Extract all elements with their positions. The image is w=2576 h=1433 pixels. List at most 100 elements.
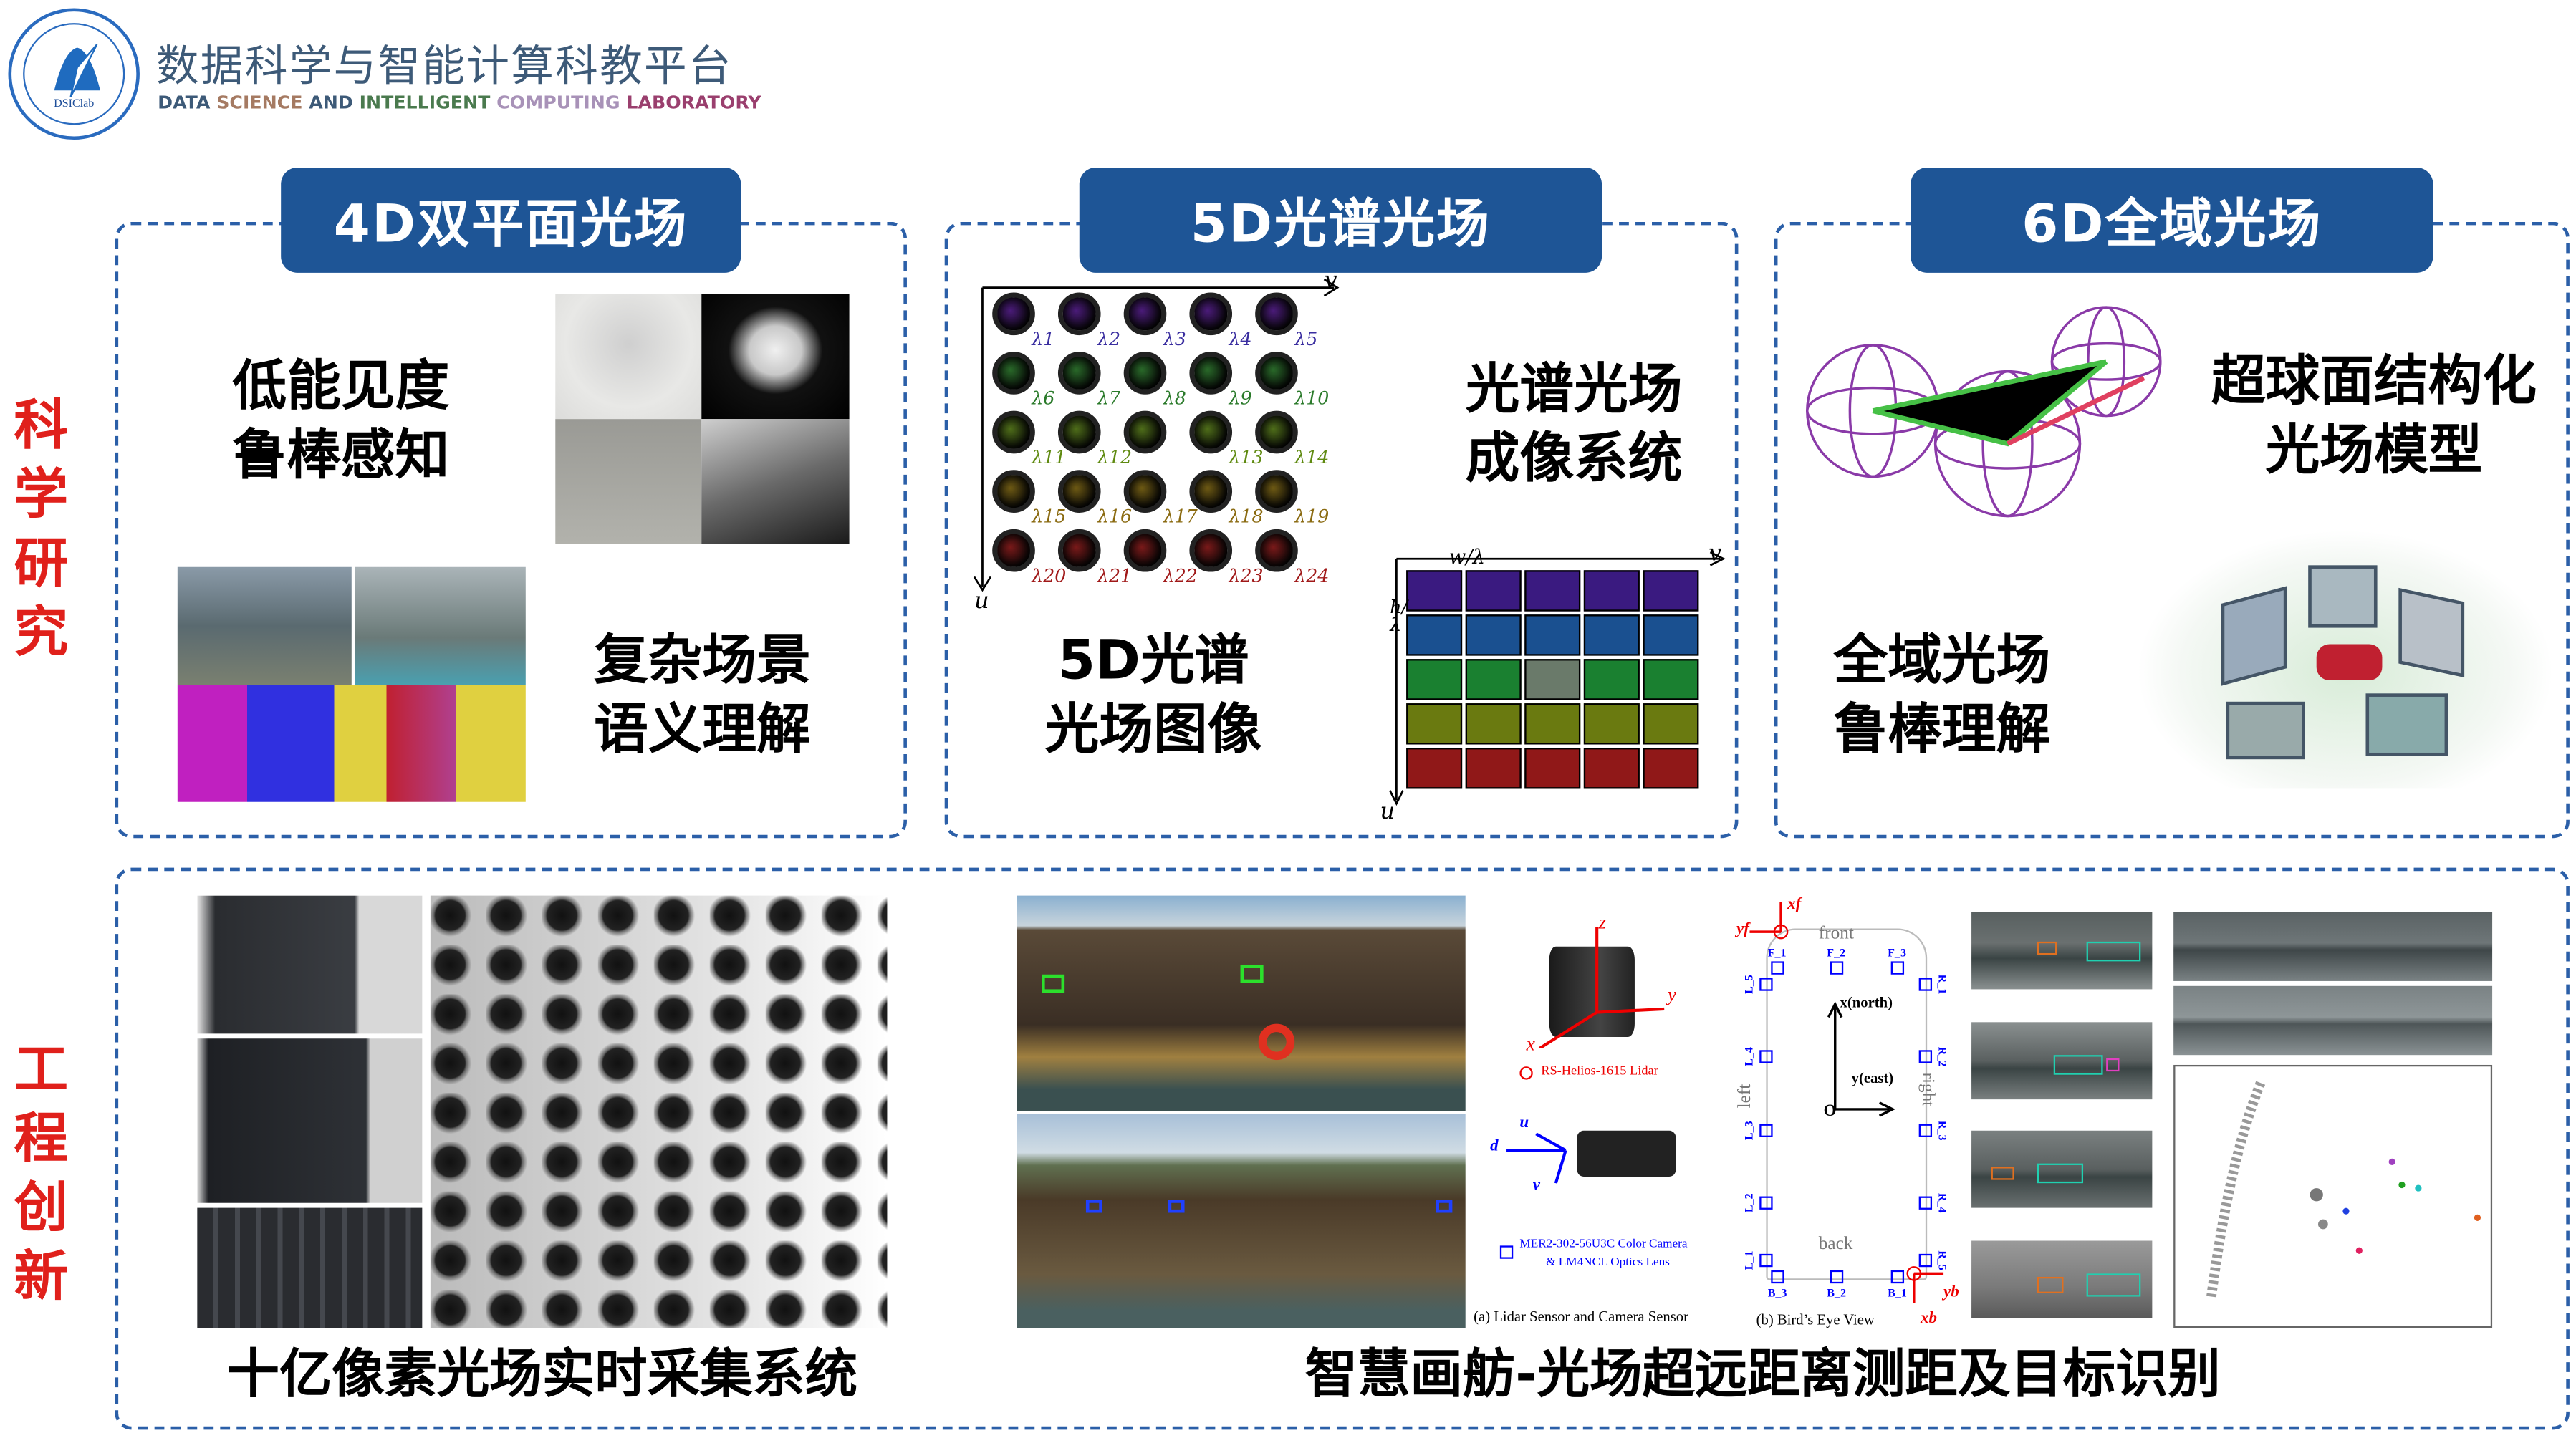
5d-text-spectral-image: 5D光谱光场图像 bbox=[1044, 627, 1262, 761]
camera-position-marker bbox=[1890, 961, 1905, 975]
lidar-axis-x: x bbox=[1526, 1032, 1535, 1056]
lambda-label: λ11 bbox=[1032, 447, 1067, 468]
spectral-lens bbox=[1123, 410, 1167, 454]
axis-label-h: h/λ bbox=[1390, 596, 1408, 637]
lens-array-axes bbox=[973, 278, 1340, 592]
axis-label-v: v bbox=[1324, 268, 1337, 294]
spectral-lens bbox=[1057, 352, 1101, 395]
bev-origin-label: O bbox=[1823, 1102, 1837, 1121]
spectral-cell bbox=[1583, 570, 1640, 612]
spectral-lens bbox=[1189, 470, 1233, 513]
lambda-label: λ15 bbox=[1032, 506, 1067, 528]
lambda-label: λ16 bbox=[1097, 506, 1133, 528]
camera-position-marker bbox=[1830, 1270, 1844, 1284]
lambda-label: λ3 bbox=[1163, 328, 1186, 350]
point-cloud-plot bbox=[2173, 1064, 2493, 1328]
spectral-cell bbox=[1583, 614, 1640, 656]
bev-yb-label: yb bbox=[1943, 1283, 1959, 1302]
gigapixel-camera-array-image bbox=[430, 895, 888, 1328]
spectral-lens bbox=[1189, 352, 1233, 395]
4d-text-low-visibility: 低能见度鲁棒感知 bbox=[232, 353, 450, 487]
panorama-image-2 bbox=[2173, 985, 2493, 1056]
spectral-cell bbox=[1524, 659, 1581, 700]
panorama-image-1 bbox=[2173, 912, 2493, 981]
camera-position-marker bbox=[1759, 1253, 1773, 1268]
bev-yf-label: yf bbox=[1736, 920, 1749, 939]
bev-xf-label: xf bbox=[1787, 895, 1802, 914]
camera-position-marker bbox=[1890, 1270, 1905, 1284]
bev-east-label: y(east) bbox=[1851, 1069, 1894, 1086]
lambda-label: λ21 bbox=[1097, 565, 1133, 587]
camera-position-marker bbox=[1759, 1196, 1773, 1210]
spectral-cell bbox=[1406, 748, 1463, 789]
side-label-engineering: 工程创新 bbox=[14, 1036, 69, 1308]
lidar-axis-y: y bbox=[1667, 983, 1677, 1006]
lab-logo: DSIClab bbox=[8, 8, 140, 140]
side-label-research: 科学研究 bbox=[14, 392, 69, 665]
detection-image-2 bbox=[1971, 1022, 2153, 1100]
lambda-label: λ19 bbox=[1294, 506, 1330, 528]
panel-engineering bbox=[115, 867, 2570, 1430]
camera-position-marker bbox=[1830, 961, 1844, 975]
camera-axis-d: d bbox=[1490, 1137, 1499, 1156]
spectral-lens bbox=[992, 470, 1035, 513]
4d-text-scene-semantics: 复杂场景语义理解 bbox=[594, 627, 811, 761]
spectral-cell bbox=[1583, 748, 1640, 789]
bev-north-label: x(north) bbox=[1840, 994, 1893, 1011]
camera-position-label: L_1 bbox=[1742, 1250, 1756, 1270]
logo-emblem-icon bbox=[54, 44, 100, 97]
camera-position-marker bbox=[1759, 1050, 1773, 1063]
spectral-lens bbox=[992, 292, 1035, 336]
lambda-label: λ10 bbox=[1294, 387, 1330, 410]
lambda-label: λ22 bbox=[1163, 565, 1198, 587]
lidar-marker-icon bbox=[1519, 1066, 1533, 1080]
camera-position-label: R_3 bbox=[1935, 1120, 1949, 1141]
camera-position-marker bbox=[1918, 1124, 1933, 1137]
lambda-label: λ18 bbox=[1229, 506, 1264, 528]
spectral-lens bbox=[1189, 410, 1233, 454]
camera-position-label: R_4 bbox=[1935, 1192, 1949, 1213]
lambda-label: λ12 bbox=[1097, 447, 1133, 468]
camera-axis-u: u bbox=[1519, 1114, 1529, 1133]
lambda-label: λ24 bbox=[1294, 565, 1330, 587]
lambda-label: λ4 bbox=[1229, 328, 1252, 350]
camera-position-marker bbox=[1759, 1124, 1773, 1137]
spectral-lens bbox=[992, 410, 1035, 454]
camera-position-label: L_2 bbox=[1742, 1193, 1756, 1213]
subtitle-word: LABORATORY bbox=[626, 92, 761, 114]
lambda-label: λ23 bbox=[1229, 565, 1264, 587]
spectral-cell bbox=[1643, 570, 1699, 612]
lambda-label: λ7 bbox=[1097, 387, 1121, 410]
camera-position-label: R_1 bbox=[1935, 974, 1949, 995]
spectral-lens bbox=[1057, 470, 1101, 513]
birds-eye-view-diagram: front back left right x(north) y(east) O… bbox=[1734, 895, 1959, 1331]
subtitle-word: SCIENCE bbox=[216, 92, 309, 114]
spectral-cell bbox=[1524, 748, 1581, 789]
spectral-lens bbox=[1255, 292, 1298, 336]
bev-back-label: back bbox=[1818, 1234, 1853, 1254]
lambda-label: λ6 bbox=[1032, 387, 1055, 410]
spectral-cell bbox=[1524, 614, 1581, 656]
camera-position-label: R_5 bbox=[1935, 1250, 1949, 1270]
spectral-lens bbox=[1057, 292, 1101, 336]
spectral-cell bbox=[1643, 659, 1699, 700]
lambda-label: λ14 bbox=[1294, 447, 1330, 468]
street-scene-segmentation-images bbox=[177, 566, 526, 802]
6d-text-robust-understanding: 全域光场鲁棒理解 bbox=[1833, 627, 2051, 761]
lambda-label: λ5 bbox=[1294, 328, 1318, 350]
spectral-cell bbox=[1643, 703, 1699, 745]
painted-boat-image-bottom bbox=[1017, 1114, 1466, 1328]
spectral-cell bbox=[1465, 570, 1522, 612]
spectral-lens bbox=[1255, 529, 1298, 572]
spectral-cell bbox=[1406, 659, 1463, 700]
spectral-cell bbox=[1524, 703, 1581, 745]
capture-server-images bbox=[197, 895, 423, 1328]
spectral-cell bbox=[1524, 570, 1581, 612]
camera-position-label: B_3 bbox=[1767, 1286, 1787, 1301]
platform-subtitle: DATA SCIENCE AND INTELLIGENT COMPUTING L… bbox=[158, 92, 761, 114]
lambda-label: λ20 bbox=[1032, 565, 1067, 587]
axis-label-v2: v bbox=[1708, 540, 1722, 567]
lambda-label: λ17 bbox=[1163, 506, 1198, 528]
subtitle-word: INTELLIGENT bbox=[359, 92, 497, 114]
lambda-label: λ9 bbox=[1229, 387, 1252, 410]
